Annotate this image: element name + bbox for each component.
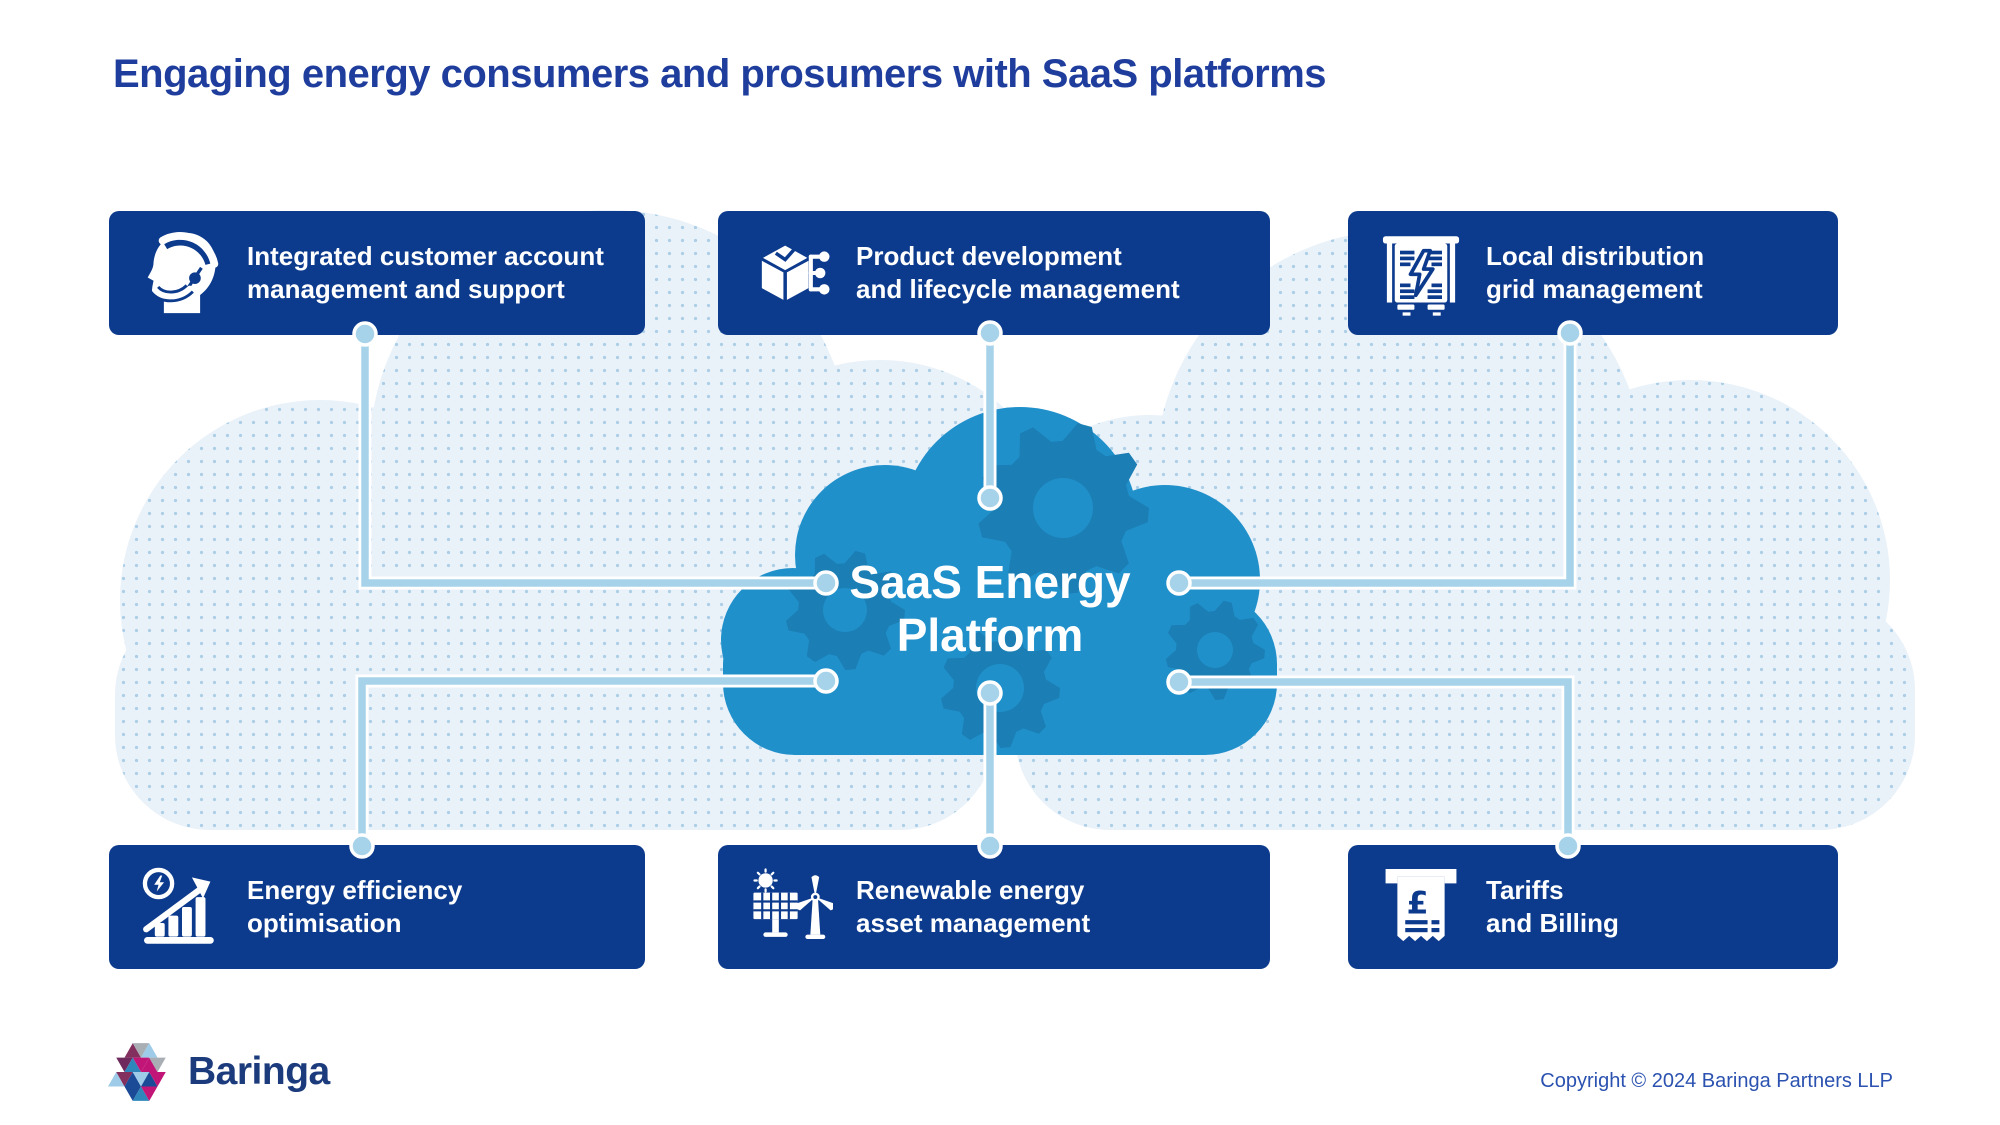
efficiency-growth-icon — [139, 863, 225, 951]
box-label-line: Local distribution — [1486, 241, 1705, 271]
box-label-line: and Billing — [1486, 908, 1619, 938]
saas-platform-label: SaaS Energy Platform — [790, 556, 1190, 662]
box-local-distribution-grid: Local distribution grid management — [1348, 211, 1838, 335]
copyright-text: Copyright © 2024 Baringa Partners LLP — [1540, 1070, 1893, 1092]
box-label-line: Energy efficiency — [247, 875, 463, 905]
baringa-logo-mark — [108, 1043, 166, 1101]
page-title: Engaging energy consumers and prosumers … — [113, 52, 1327, 96]
baringa-logo-text: Baringa — [188, 1050, 330, 1093]
box-label-line: Product development — [856, 241, 1122, 271]
box-label: Integrated customer account management a… — [247, 240, 604, 306]
box-label-line: Renewable energy — [856, 875, 1085, 905]
box-label-line: Integrated customer account — [247, 241, 604, 271]
billing-receipt-icon: £ — [1378, 863, 1464, 951]
solar-wind-icon — [748, 863, 834, 951]
transformer-grid-icon — [1378, 229, 1464, 317]
box-label: Renewable energy asset management — [856, 874, 1090, 940]
baringa-logo: Baringa — [108, 1042, 330, 1102]
box-label-line: Tariffs — [1486, 875, 1564, 905]
box-tariffs-billing: £ Tariffs and Billing — [1348, 845, 1838, 969]
box-label: Energy efficiency optimisation — [247, 874, 462, 940]
box-label: Product development and lifecycle manage… — [856, 240, 1180, 306]
box-label: Local distribution grid management — [1486, 240, 1704, 306]
box-label-line: optimisation — [247, 908, 402, 938]
gear-icon — [978, 423, 1149, 594]
box-label-line: grid management — [1486, 274, 1703, 304]
box-label-line: and lifecycle management — [856, 274, 1180, 304]
headset-icon — [139, 229, 225, 317]
cube-network-icon — [748, 229, 834, 317]
box-integrated-customer-account: Integrated customer account management a… — [109, 211, 645, 335]
box-renewable-energy: Renewable energy asset management — [718, 845, 1270, 969]
gear-icon — [941, 628, 1060, 748]
box-label: Tariffs and Billing — [1486, 874, 1619, 940]
box-product-development: Product development and lifecycle manage… — [718, 211, 1270, 335]
saas-platform-label-line: Platform — [896, 609, 1084, 661]
box-label-line: management and support — [247, 274, 565, 304]
saas-platform-label-line: SaaS Energy — [849, 556, 1131, 608]
box-energy-efficiency: Energy efficiency optimisation — [109, 845, 645, 969]
box-label-line: asset management — [856, 908, 1091, 938]
svg-text:£: £ — [1407, 886, 1429, 922]
